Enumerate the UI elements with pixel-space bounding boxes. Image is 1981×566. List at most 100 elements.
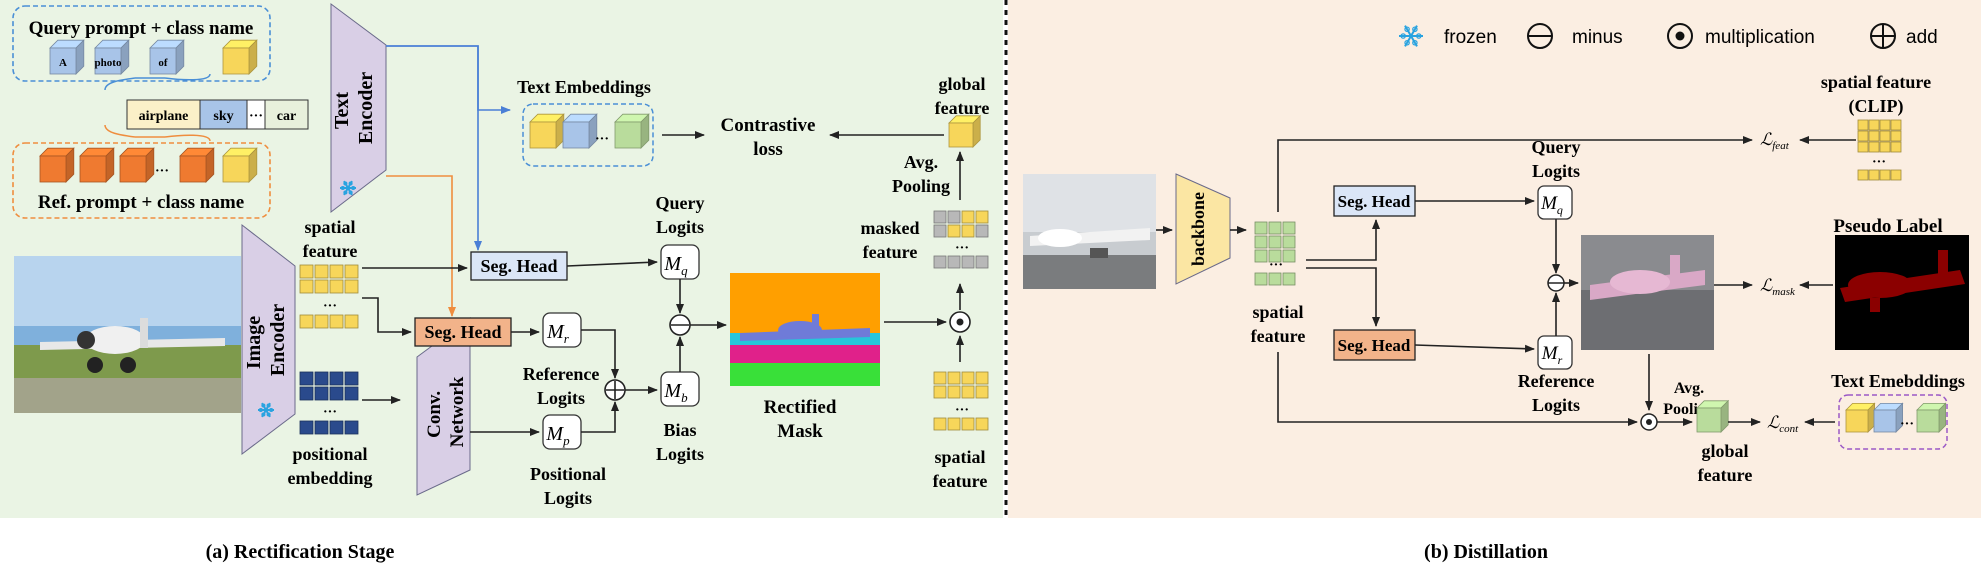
airplane-photo-right (1023, 174, 1156, 289)
text-embedding-cubes: ··· (529, 113, 650, 149)
seg-head-right-ref (1333, 329, 1416, 361)
spatial-feature-bottom-cell (947, 371, 961, 385)
spatial-feature-grid: ··· (299, 264, 359, 329)
global-feature-label-1: global (938, 74, 985, 94)
image-encoder-label-1: Image (243, 316, 265, 369)
text-encoder (330, 3, 387, 214)
snowflake-icon (258, 402, 274, 418)
conv-network-label-1: Conv. (424, 391, 445, 438)
clip-feature-cell (1857, 141, 1869, 153)
svg-text:Image Encoder: Image Encoder (243, 304, 289, 376)
bias-logits-label-2: Logits (656, 444, 704, 464)
positional-logits-label-2: Logits (544, 488, 592, 508)
spatial-feature-cell (344, 314, 359, 329)
text-embedding-cube (562, 113, 598, 149)
spatial-feature-right-cell (1282, 272, 1296, 286)
positional-embedding-cell (329, 386, 344, 401)
query-logits-right-label-1: Query (1532, 137, 1581, 157)
spatial-feature-right-cell (1254, 235, 1268, 249)
class-name-label: ··· (249, 109, 263, 124)
multiplication-operator-right (1640, 413, 1658, 431)
ref-prompt-cube (179, 147, 215, 183)
minus-operator-right (1547, 274, 1565, 292)
masked-feature-cell (975, 224, 989, 238)
query-prompt-box (12, 5, 271, 82)
svg-text:Text Encoder: Text Encoder (331, 72, 377, 144)
clip-feature-cell (1890, 169, 1902, 181)
m-q-right-box (1537, 185, 1573, 220)
query-token-label: photo (95, 57, 122, 69)
seg-head-right-ref-label: Seg. Head (1338, 336, 1411, 355)
image-encoder-label-2: Encoder (267, 304, 289, 376)
positional-embedding-cell (344, 420, 359, 435)
spatial-feature-clip-label-2: (CLIP) (1849, 96, 1904, 117)
right-arrows (1156, 136, 1856, 426)
query-token-cube (49, 39, 85, 75)
seg-head-right-query (1333, 185, 1416, 217)
m-q-symbol: Mq (663, 253, 688, 278)
global-feature-right-label-1: global (1701, 441, 1748, 461)
spatial-feature-cell (314, 279, 329, 294)
positional-embedding-cell (299, 386, 314, 401)
query-logits-label-2: Logits (656, 217, 704, 237)
spatial-feature-cell (329, 264, 344, 279)
spatial-feature-right-cell (1254, 272, 1268, 286)
clip-feature-cell (1868, 130, 1880, 142)
positional-embedding-cell (329, 371, 344, 386)
positional-embedding-cell (314, 371, 329, 386)
reference-logits-label-1: Reference (523, 364, 600, 384)
text-embeddings-box (522, 103, 654, 167)
positional-embedding-label-1: positional (292, 444, 367, 464)
seg-head-ref-label: Seg. Head (424, 322, 501, 342)
seg-head-ref (414, 317, 512, 347)
ref-prompt-cubes: ··· (39, 147, 258, 183)
masked-feature-cell (947, 255, 961, 269)
spatial-feature-label-2: feature (303, 241, 358, 261)
masked-feature-cell (961, 210, 975, 224)
caption-right: (b) Distillation (1424, 541, 1548, 563)
global-feature-cube (948, 114, 982, 148)
query-token-label: of (158, 57, 168, 69)
spatial-feature-cell (299, 264, 314, 279)
snowflake-icon (1399, 25, 1423, 47)
spatial-feature-cell (344, 279, 359, 294)
spatial-feature-clip-label-1: spatial feature (1821, 72, 1931, 92)
spatial-feature-right-label-1: spatial (1252, 302, 1303, 322)
clip-feature-cell (1857, 119, 1869, 131)
spatial-feature-grid-green: ··· (1254, 221, 1296, 286)
global-feature-cube-right (1696, 399, 1730, 433)
masked-feature-label-1: masked (860, 218, 919, 238)
masked-feature-cell (947, 210, 961, 224)
masked-feature-label-2: feature (863, 242, 918, 262)
masked-feature-cell (975, 210, 989, 224)
loss-cont-symbol: ℒcont (1767, 413, 1799, 435)
positional-embedding-label-2: embedding (287, 468, 372, 488)
positional-embedding-cell (344, 386, 359, 401)
spatial-feature-ellipsis: ··· (323, 299, 337, 314)
masked-feature-cell (961, 255, 975, 269)
ref-prompt-cube (79, 147, 115, 183)
class-name-cube (222, 39, 258, 75)
conv-network-label-2: Network (447, 376, 468, 447)
clip-feature-cell (1890, 119, 1902, 131)
m-r-symbol: Mr (546, 321, 570, 346)
clip-spatial-feature-grid: ··· (1857, 119, 1902, 181)
class-name-label: car (277, 109, 296, 124)
avg-pooling-label-1: Avg. (904, 152, 938, 172)
text-encoder-label-2: Encoder (355, 72, 377, 144)
clip-feature-cell (1868, 169, 1880, 181)
minus-operator (669, 314, 691, 336)
query-prompt-title: Query prompt + class name (29, 18, 254, 39)
positional-embedding-cell (314, 420, 329, 435)
positional-logits-label-1: Positional (530, 464, 606, 484)
spatial-feature-cell (329, 314, 344, 329)
pseudo-label-title: Pseudo Label (1833, 216, 1942, 237)
text-embedding-cubes-right: ··· (1845, 402, 1947, 433)
clip-feature-cell (1890, 141, 1902, 153)
add-operator (604, 379, 626, 401)
masked-feature-cell (975, 255, 989, 269)
spatial-feature-cell (329, 279, 344, 294)
spatial-feature-cell (299, 279, 314, 294)
avg-pooling-right-label-1: Avg. (1674, 380, 1704, 397)
